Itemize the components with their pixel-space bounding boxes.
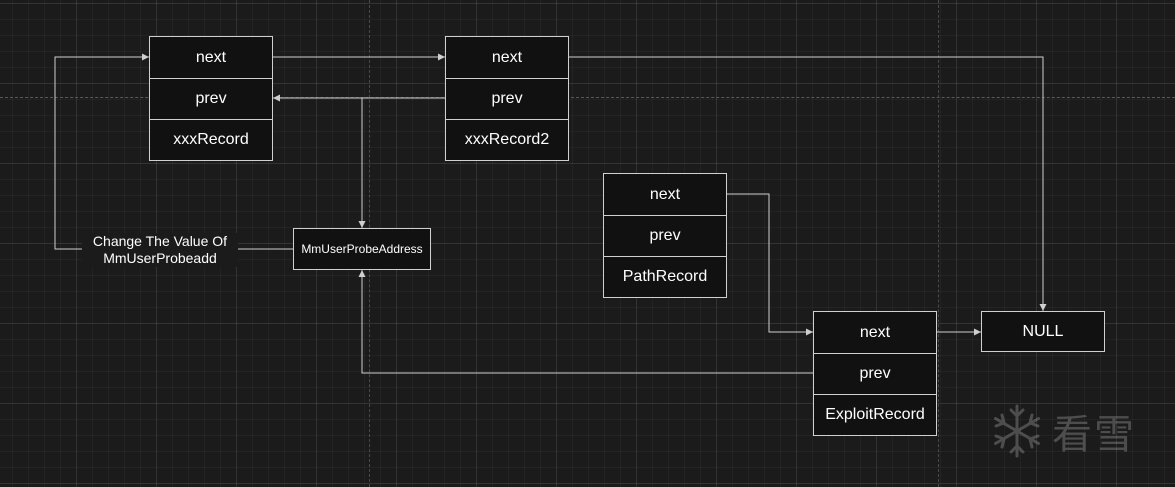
node-path-record[interactable]: next prev PathRecord bbox=[603, 173, 727, 298]
record2-next-field: next bbox=[491, 48, 523, 66]
probe-address-node[interactable]: MmUserProbeAddress bbox=[293, 228, 431, 270]
watermark: 看雪 bbox=[988, 400, 1153, 462]
edge-label: Change The Value Of MmUserProbeadd bbox=[82, 233, 238, 267]
arrow-record2-next-to-null bbox=[569, 56, 1047, 311]
path-record-next-field: next bbox=[649, 185, 681, 203]
path-record-data-field: PathRecord bbox=[604, 256, 726, 297]
record1-prev-field: prev bbox=[150, 78, 272, 119]
null-node[interactable]: NULL bbox=[981, 311, 1105, 352]
record2-data-field: xxxRecord2 bbox=[446, 119, 568, 160]
exploit-record-next-field: next bbox=[859, 323, 891, 341]
exploit-record-prev-field: prev bbox=[814, 353, 936, 394]
record2-prev-field: prev bbox=[446, 78, 568, 119]
edge-label-line1: Change The Value Of bbox=[92, 233, 228, 249]
path-record-prev-field: prev bbox=[604, 215, 726, 256]
arrow-pathrecord-next-to-exploit bbox=[727, 193, 813, 336]
watermark-text: 看雪 bbox=[1052, 413, 1136, 457]
canvas-guide-horizontal bbox=[0, 97, 1175, 98]
node-record2[interactable]: next prev xxxRecord2 bbox=[445, 36, 569, 161]
edge-label-line2: MmUserProbeadd bbox=[103, 250, 217, 266]
arrow-exploit-prev-to-probe-address bbox=[358, 270, 813, 374]
record1-data-field: xxxRecord bbox=[150, 119, 272, 160]
node-record1[interactable]: next prev xxxRecord bbox=[149, 36, 273, 161]
record1-next-field: next bbox=[195, 48, 227, 66]
exploit-record-data-field: ExploitRecord bbox=[814, 394, 936, 435]
node-exploit-record[interactable]: next prev ExploitRecord bbox=[813, 311, 937, 436]
canvas-guide-vertical bbox=[938, 0, 939, 487]
snowflake-icon bbox=[994, 404, 1040, 458]
